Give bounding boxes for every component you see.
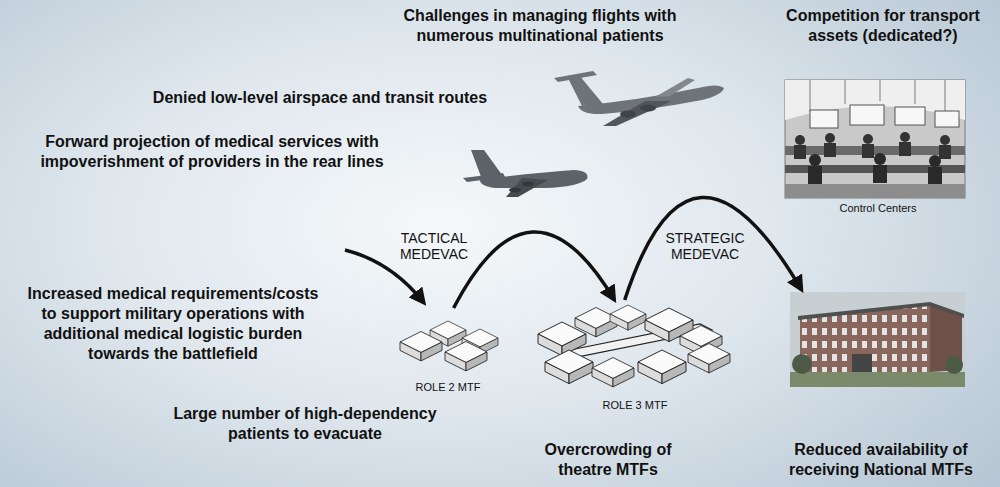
medevac-arrow bbox=[625, 197, 802, 300]
node-caption: ROLE 3 MTF bbox=[532, 398, 738, 412]
control-center-node: Control Centers bbox=[785, 80, 971, 215]
aircraft-fuselage bbox=[578, 86, 724, 115]
control-center-photo bbox=[785, 80, 965, 198]
medevac-label: STRATEGIC MEDEVAC bbox=[660, 230, 750, 262]
module bbox=[445, 342, 487, 371]
role2-facility-node: ROLE 2 MTF bbox=[392, 308, 504, 394]
tree bbox=[792, 354, 812, 374]
building-entrance bbox=[852, 354, 872, 372]
screen bbox=[935, 111, 959, 127]
node-caption: ROLE 2 MTF bbox=[392, 380, 504, 394]
floor bbox=[785, 184, 965, 198]
aircraft-fin bbox=[567, 75, 603, 106]
annotation-text: Increased medical requirements/costs to … bbox=[23, 284, 323, 364]
sky bbox=[790, 292, 965, 387]
national-hospital-node: Reduced availability of receiving Nation… bbox=[783, 290, 979, 480]
aircraft-engine bbox=[509, 188, 521, 193]
module bbox=[638, 350, 686, 384]
screen bbox=[850, 105, 884, 125]
module bbox=[610, 305, 646, 330]
aircraft-stabilizer bbox=[554, 71, 597, 82]
medevac-arrow bbox=[454, 232, 615, 308]
module bbox=[688, 344, 730, 373]
annotation-text: Competition for transport assets (dedica… bbox=[778, 6, 988, 46]
annotation-text: Challenges in managing flights with nume… bbox=[395, 6, 685, 46]
role3-facility-node: ROLE 3 MTF bbox=[532, 300, 738, 412]
annotation-text: Overcrowding of theatre MTFs bbox=[533, 440, 683, 480]
annotation-text: Forward projection of medical services w… bbox=[32, 132, 392, 172]
module bbox=[400, 332, 442, 361]
node-caption: Reduced availability of receiving Nation… bbox=[783, 440, 979, 480]
aircraft-engine bbox=[522, 182, 534, 187]
module bbox=[592, 358, 634, 387]
aircraft-engine bbox=[640, 105, 656, 112]
tree bbox=[945, 356, 963, 374]
lawn bbox=[790, 372, 965, 387]
node-caption: Control Centers bbox=[785, 201, 971, 215]
c17-aircraft bbox=[554, 71, 724, 126]
photo-frame bbox=[785, 80, 965, 198]
annotation-text: Denied low-level airspace and transit ro… bbox=[140, 88, 500, 108]
building-roof bbox=[798, 302, 964, 320]
annotation-text: Large number of high-dependency patients… bbox=[165, 404, 445, 444]
medevac-label: TACTICAL MEDEVAC bbox=[394, 230, 474, 262]
role3-facility-illustration bbox=[538, 305, 730, 387]
aircraft-engine bbox=[620, 111, 636, 118]
module bbox=[538, 322, 586, 356]
aircraft-wing bbox=[603, 101, 672, 126]
role2-facility-illustration bbox=[400, 321, 498, 371]
aircraft-stabilizer bbox=[463, 173, 505, 182]
screen bbox=[810, 110, 838, 128]
screen bbox=[895, 107, 925, 125]
c130-aircraft bbox=[463, 150, 587, 197]
aircraft-wing bbox=[506, 178, 548, 197]
desk bbox=[785, 146, 965, 155]
module bbox=[545, 350, 593, 384]
national-hospital-photo bbox=[790, 292, 965, 387]
aircraft-wing bbox=[655, 78, 695, 97]
operator bbox=[808, 153, 942, 185]
